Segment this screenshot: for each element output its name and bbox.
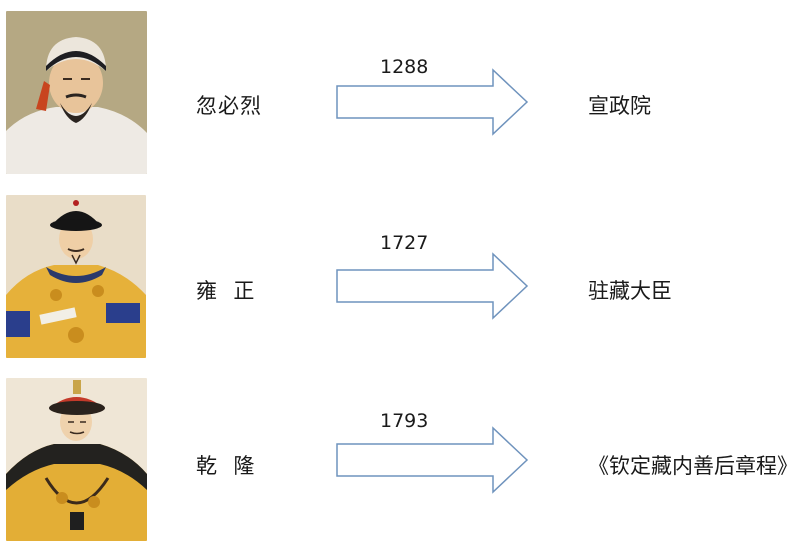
right-arrow-icon — [336, 68, 529, 136]
emperor-name: 乾 隆 — [196, 454, 256, 478]
emperor-name: 忽必烈 — [196, 94, 262, 118]
year-label: 1727 — [380, 232, 429, 254]
qianlong-portrait-icon — [6, 378, 147, 541]
emperor-name: 雍 正 — [196, 279, 256, 303]
yongzheng-portrait-icon — [6, 195, 146, 358]
result-label: 宣政院 — [588, 94, 651, 118]
result-label: 驻藏大臣 — [588, 279, 672, 303]
right-arrow-icon — [336, 252, 529, 320]
year-label: 1288 — [380, 56, 429, 78]
result-label: 《钦定藏内善后章程》 — [588, 454, 798, 478]
right-arrow-icon — [336, 426, 529, 494]
kublai-portrait-icon — [6, 11, 147, 174]
year-label: 1793 — [380, 410, 429, 432]
